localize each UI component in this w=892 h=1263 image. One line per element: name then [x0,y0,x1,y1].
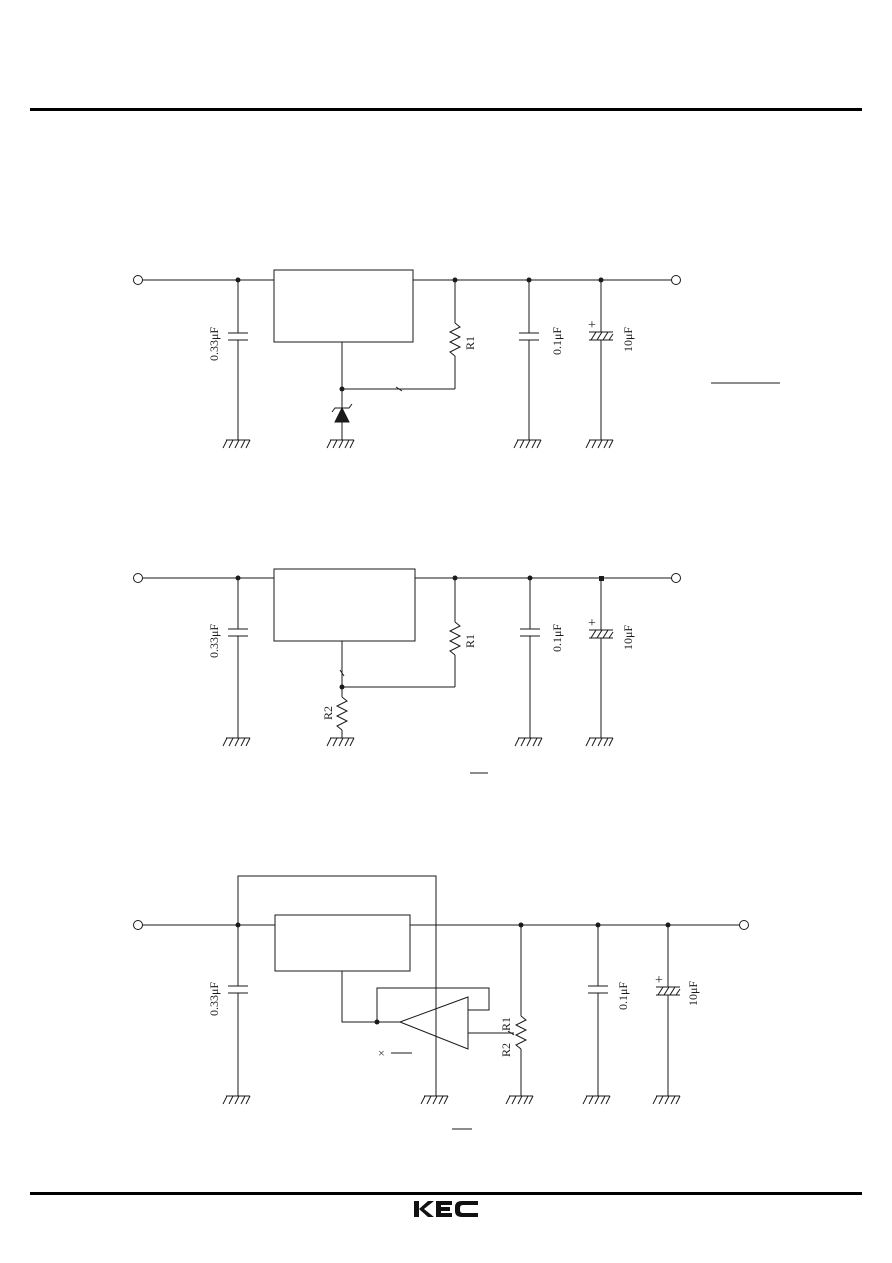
output-capacitor-label: 0.1μF [550,327,564,355]
input-capacitor-label: 0.33μF [207,982,221,1016]
resistor-divider: R1 R2 [499,925,534,1105]
resistor-r1: R1 [342,578,477,688]
footer-rule [30,1192,862,1195]
resistor-r2: R2 [321,641,355,747]
output-terminal [671,275,681,285]
electrolytic-capacitor-label: 10μF [621,625,635,650]
polarity-plus-label: + [655,973,663,988]
header-rule [30,108,862,111]
circuit-1: 0.33μF R1 0.1μF [133,269,780,449]
resistor-r1-label: R1 [499,1017,513,1031]
input-capacitor-label: 0.33μF [207,327,221,361]
op-amp [341,971,515,1050]
output-capacitor: 0.1μF [513,280,564,449]
input-terminal [133,920,143,930]
regulator-block [274,914,411,972]
regulator-block [273,568,416,642]
cross-mark: × [378,1046,385,1060]
input-capacitor: 0.33μF [207,280,251,449]
electrolytic-capacitor-label: 10μF [686,981,700,1006]
output-capacitor-label: 0.1μF [616,982,630,1010]
polarity-plus-label: + [588,616,596,631]
input-terminal [133,275,143,285]
input-capacitor-label: 0.33μF [207,624,221,658]
electrolytic-capacitor-label: 10μF [621,327,635,352]
resistor-r2-label: R2 [321,706,335,720]
resistor-r2-label: R2 [499,1043,513,1057]
resistor-r1-label: R1 [463,634,477,648]
input-terminal [133,573,143,583]
output-capacitor: 0.1μF [582,925,630,1105]
input-capacitor: 0.33μF [207,925,251,1105]
electrolytic-capacitor: + 10μF [585,280,635,449]
regulator-block [273,269,414,343]
output-terminal [739,920,749,930]
output-capacitor-label: 0.1μF [550,624,564,652]
electrolytic-capacitor: + 10μF [652,925,700,1105]
kec-logo [414,1201,478,1217]
output-terminal [671,573,681,583]
resistor-r1: R1 [342,280,477,392]
zener-diode [326,342,355,449]
circuit-2: 0.33μF R2 R1 0.1μF [133,568,681,774]
polarity-plus-label: + [588,318,596,333]
circuit-3: 0.33μF × R1 R2 0.1μF [133,875,749,1130]
output-capacitor: 0.1μF [514,578,564,747]
input-capacitor: 0.33μF [207,578,251,747]
resistor-r1-label: R1 [463,336,477,350]
electrolytic-capacitor: + 10μF [585,578,635,747]
